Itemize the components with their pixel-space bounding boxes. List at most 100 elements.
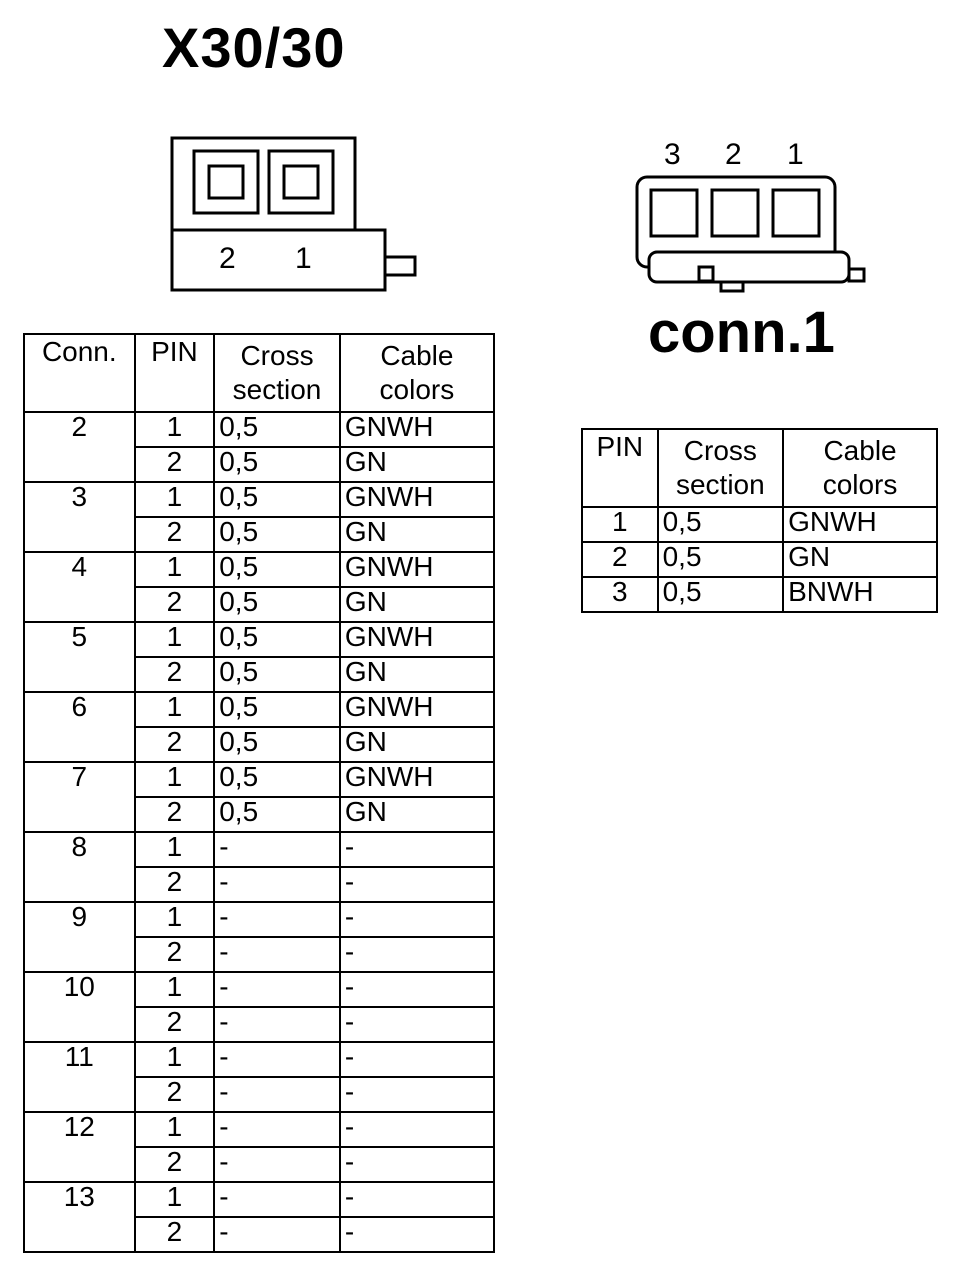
x30-color-cell: - bbox=[338, 866, 496, 903]
x30-cross-cell: 0,5 bbox=[213, 481, 341, 518]
x30-cross-cell: 0,5 bbox=[213, 656, 341, 693]
x30-pin-cell: 2 bbox=[133, 586, 216, 623]
x30-pin-cell: 1 bbox=[133, 411, 216, 448]
x30-cross-cell: 0,5 bbox=[213, 516, 341, 553]
x30-cross-cell: - bbox=[213, 1146, 341, 1183]
x30-conn-cell: 6 bbox=[23, 691, 136, 763]
x30-color-cell: - bbox=[338, 1181, 496, 1218]
x30-cross-cell: - bbox=[213, 1006, 341, 1043]
x30-cross-cell: 0,5 bbox=[213, 411, 341, 448]
table-row: 1 0,5 GNWH bbox=[581, 506, 938, 543]
conn1-connector-tab bbox=[847, 267, 866, 283]
x30-cross-cell: 0,5 bbox=[213, 796, 341, 833]
x30-conn-cell: 4 bbox=[23, 551, 136, 623]
x30-pin-cell: 1 bbox=[133, 971, 216, 1008]
conn1-cross-cell: 0,5 bbox=[656, 506, 785, 543]
x30-pin-cell: 1 bbox=[133, 1111, 216, 1148]
x30-pin-cell: 2 bbox=[133, 446, 216, 483]
x30-pin-cell: 2 bbox=[133, 796, 216, 833]
x30-color-cell: GNWH bbox=[338, 761, 496, 798]
x30-color-cell: GN bbox=[338, 726, 496, 763]
x30-color-cell: - bbox=[338, 1076, 496, 1113]
x30-color-cell: GNWH bbox=[338, 621, 496, 658]
conn1-pin-cell: 2 bbox=[581, 541, 659, 578]
conn1-color-cell: GNWH bbox=[782, 506, 938, 543]
conn1-color-cell: GN bbox=[782, 541, 938, 578]
x30-color-cell: - bbox=[338, 901, 496, 938]
x30-cross-cell: - bbox=[213, 831, 341, 868]
x30-conn-cell: 12 bbox=[23, 1111, 136, 1183]
x30-color-cell: GNWH bbox=[338, 481, 496, 518]
x30-pin-number-1: 1 bbox=[295, 242, 312, 275]
x30-pin-cell: 2 bbox=[133, 1006, 216, 1043]
x30-conn-cell: 13 bbox=[23, 1181, 136, 1253]
x30-color-cell: GNWH bbox=[338, 691, 496, 728]
x30-pin-cell: 1 bbox=[133, 691, 216, 728]
x30-color-cell: - bbox=[338, 1041, 496, 1078]
conn1-pin-number-1: 1 bbox=[787, 138, 804, 171]
conn1-color-cell: BNWH bbox=[782, 576, 938, 613]
table-row: 2-- bbox=[24, 866, 496, 903]
table-row: 2 0,5 GN bbox=[581, 541, 938, 578]
x30-socket-1-outer bbox=[267, 149, 335, 215]
table-row: 3 0,5 BNWH bbox=[581, 576, 938, 613]
x30-title: X30/30 bbox=[162, 16, 346, 79]
conn1-header-pin: PIN bbox=[581, 428, 659, 508]
conn1-pin-number-2: 2 bbox=[725, 138, 742, 171]
x30-pin-cell: 1 bbox=[133, 1041, 216, 1078]
table-row: 2-- bbox=[24, 1216, 496, 1253]
x30-conn-cell: 5 bbox=[23, 621, 136, 693]
conn1-connector-key-bottom bbox=[719, 280, 745, 293]
conn1-socket-2 bbox=[710, 188, 760, 238]
x30-color-cell: - bbox=[338, 936, 496, 973]
x30-conn-cell: 7 bbox=[23, 761, 136, 833]
x30-conn-cell: 8 bbox=[23, 831, 136, 903]
x30-cross-cell: - bbox=[213, 1076, 341, 1113]
x30-color-cell: - bbox=[338, 1111, 496, 1148]
table-row: 2-- bbox=[24, 936, 496, 973]
x30-color-cell: - bbox=[338, 1216, 496, 1253]
x30-socket-2-inner bbox=[207, 164, 245, 200]
x30-color-cell: - bbox=[338, 1146, 496, 1183]
conn1-pin-cell: 1 bbox=[581, 506, 659, 543]
x30-color-cell: GN bbox=[338, 586, 496, 623]
x30-color-cell: - bbox=[338, 831, 496, 868]
x30-pin-cell: 1 bbox=[133, 831, 216, 868]
x30-connector-tab bbox=[383, 255, 417, 277]
x30-color-cell: - bbox=[338, 971, 496, 1008]
x30-cross-cell: - bbox=[213, 866, 341, 903]
x30-pin-cell: 1 bbox=[133, 1181, 216, 1218]
x30-cross-cell: 0,5 bbox=[213, 586, 341, 623]
conn1-cross-cell: 0,5 bbox=[656, 541, 785, 578]
x30-cross-cell: 0,5 bbox=[213, 761, 341, 798]
x30-cross-cell: - bbox=[213, 1181, 341, 1218]
x30-socket-1-inner bbox=[282, 164, 320, 200]
conn1-cross-cell: 0,5 bbox=[656, 576, 785, 613]
x30-color-cell: GNWH bbox=[338, 551, 496, 588]
x30-conn-cell: 11 bbox=[23, 1041, 136, 1113]
x30-color-cell: GN bbox=[338, 446, 496, 483]
x30-pin-cell: 2 bbox=[133, 1216, 216, 1253]
conn1-socket-3 bbox=[649, 188, 699, 238]
x30-pin-cell: 2 bbox=[133, 1146, 216, 1183]
x30-pin-cell: 1 bbox=[133, 901, 216, 938]
conn1-pin-cell: 3 bbox=[581, 576, 659, 613]
x30-pin-cell: 2 bbox=[133, 1076, 216, 1113]
x30-header-pin: PIN bbox=[133, 333, 216, 413]
